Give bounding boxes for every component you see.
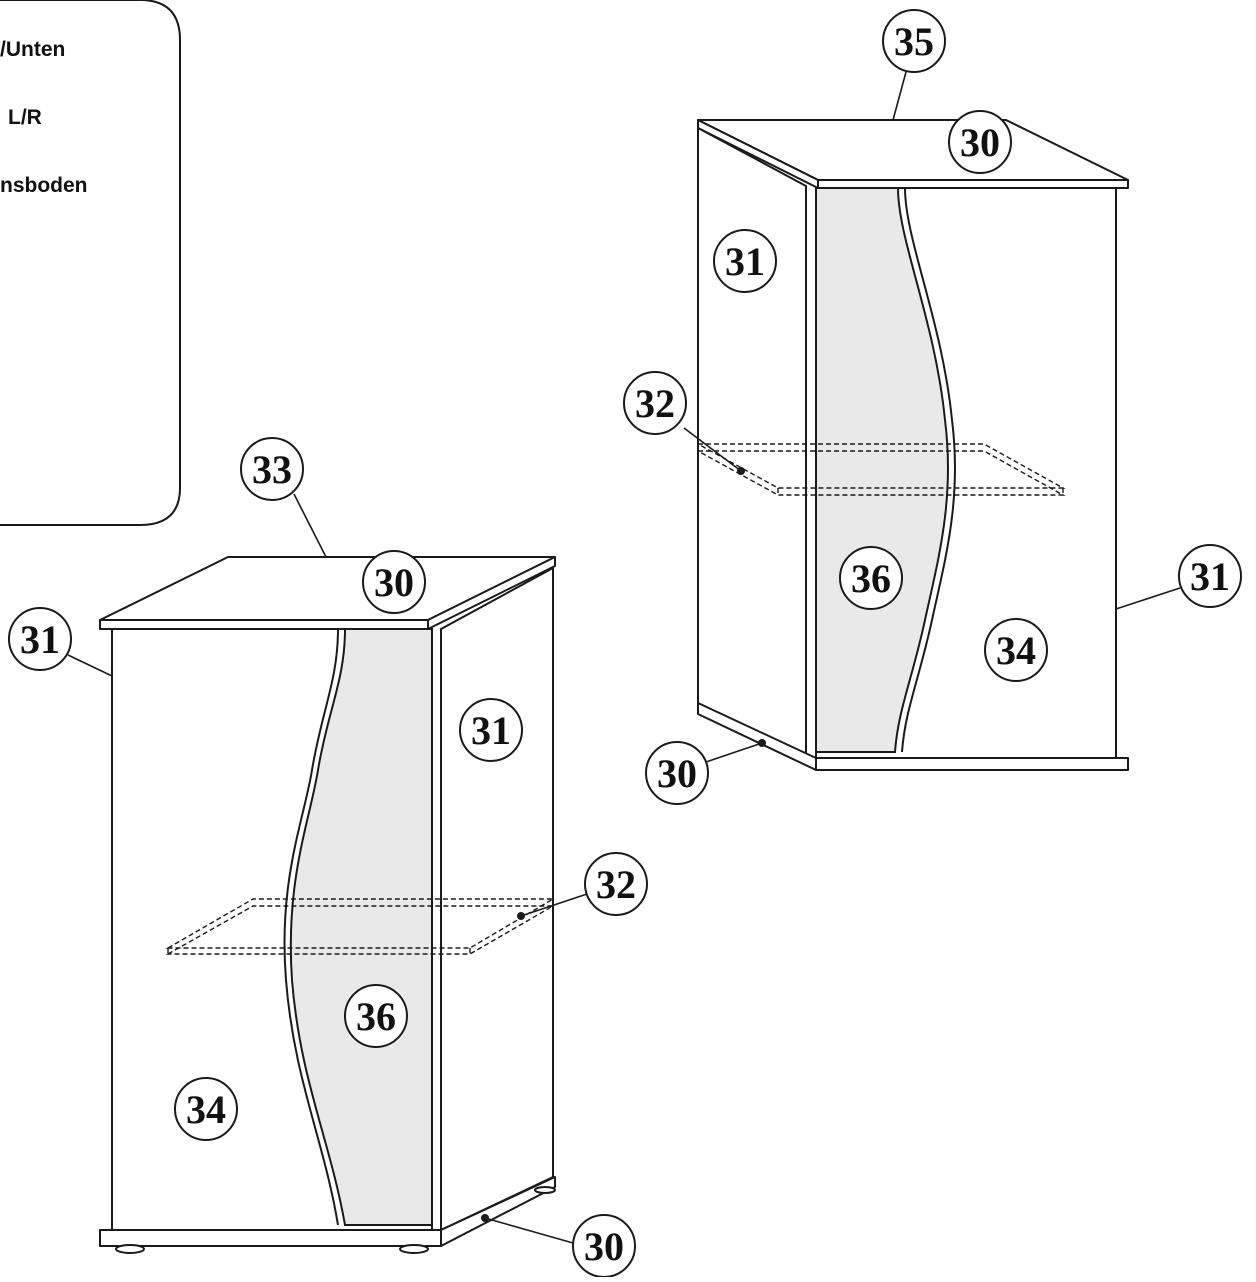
callout-32-a: 32 — [584, 852, 648, 916]
callout-36-a-label: 36 — [356, 994, 396, 1039]
cabinet-a-foot — [534, 1186, 556, 1194]
legend-line-3: nsboden — [0, 174, 88, 197]
callout-31-b-right: 31 — [1178, 544, 1242, 608]
callout-31-a-left: 31 — [8, 607, 72, 671]
callout-32-b-label: 32 — [635, 381, 675, 426]
callout-34-a: 34 — [174, 1077, 238, 1141]
callout-34-a-label: 34 — [186, 1087, 226, 1132]
callout-32-a-label: 32 — [596, 862, 636, 907]
callout-34-b: 34 — [984, 618, 1048, 682]
callout-34-b-label: 34 — [996, 628, 1036, 673]
parts-legend-box — [0, 0, 181, 526]
cabinet-a — [67, 493, 591, 1254]
callout-30-a-bottom-label: 30 — [584, 1224, 624, 1269]
callout-31-a-left-label: 31 — [20, 617, 60, 662]
cabinet-a-glass-panel — [289, 628, 433, 1226]
callout-30-b-bottom: 30 — [645, 741, 709, 805]
cabinet-b-door-wave-edge — [901, 187, 957, 753]
callout-31-b-right-label: 31 — [1190, 554, 1230, 599]
callout-30-b-top-label: 30 — [960, 120, 1000, 165]
cabinet-b — [683, 71, 1181, 771]
callout-35-label: 35 — [894, 19, 934, 64]
callout-31-a-side: 31 — [459, 698, 523, 762]
callout-36-b: 36 — [839, 546, 903, 610]
callout-31-b-left: 31 — [713, 229, 777, 293]
callout-31-b-left-label: 31 — [725, 239, 765, 284]
cabinet-a-foot — [399, 1244, 429, 1254]
callout-35: 35 — [882, 9, 946, 73]
cabinet-b-top-front-edge — [817, 179, 1129, 189]
callout-33-label: 33 — [252, 447, 292, 492]
callout-30-b-top: 30 — [948, 110, 1012, 174]
legend-line-2: L/R — [8, 106, 42, 129]
callout-36-a: 36 — [344, 984, 408, 1048]
cabinet-a-shelf-hidden — [165, 898, 556, 955]
cabinet-b-shelf-hidden — [697, 443, 1066, 496]
callout-36-b-label: 36 — [851, 556, 891, 601]
cabinet-a-top-right-edge — [427, 556, 556, 630]
cabinet-a-side-panel — [440, 567, 554, 1231]
cabinet-a-foot — [115, 1244, 145, 1254]
callout-30-b-bottom-label: 30 — [657, 751, 697, 796]
callout-33: 33 — [240, 437, 304, 501]
cabinet-a-door-wave-edge — [283, 628, 339, 1226]
cabinet-b-glass-panel — [815, 187, 950, 753]
callout-30-a-bottom: 30 — [572, 1214, 636, 1278]
callout-30-a-top-label: 30 — [374, 560, 414, 605]
cabinet-b-side-panel — [697, 127, 807, 759]
legend-line-1: /Unten — [0, 38, 66, 61]
cabinet-a-top-front-edge — [99, 619, 429, 630]
callout-31-a-side-label: 31 — [471, 708, 511, 753]
callout-30-a-top: 30 — [362, 550, 426, 614]
callout-32-b: 32 — [623, 371, 687, 435]
